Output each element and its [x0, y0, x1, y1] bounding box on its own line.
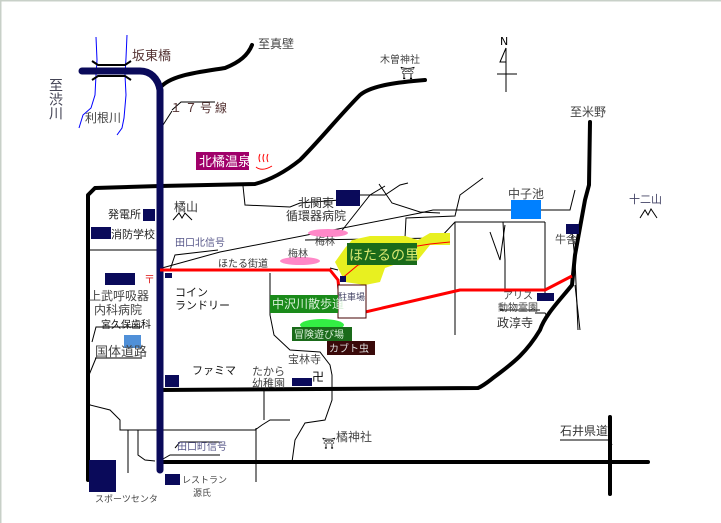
map-label: 橘神社 — [336, 429, 372, 444]
map-label: 橘山 — [174, 199, 198, 214]
map-label: 田口北信号 — [175, 237, 225, 249]
map-label: 坂東橋 — [132, 48, 171, 64]
map-label: 中子池 — [508, 186, 544, 201]
hotaru-no-sato-box — [347, 243, 417, 265]
map-label: 中沢川散歩道 — [272, 296, 344, 311]
plum-grove — [308, 229, 348, 237]
map-labels: 至渋川 坂東橋 利根川 １７号線 至真壁 木曽神社 ⛩ 至米野 十二山 中子池 … — [47, 36, 662, 505]
map-label: N — [500, 35, 508, 48]
map-label: 源氏 — [193, 488, 211, 499]
building-markers — [89, 190, 579, 492]
bando-bridge — [91, 60, 132, 81]
map-label: ランドリー — [175, 299, 230, 312]
map-label: 内科病院 — [94, 302, 142, 317]
map-label: 梅林 — [288, 247, 308, 260]
map-label: レストラン — [182, 475, 227, 486]
map-label: 石井県道 — [560, 424, 608, 438]
map-label: 政淳寺 — [497, 315, 533, 330]
temple-icon: 卍 — [312, 370, 324, 384]
map-label: コイン — [175, 286, 208, 299]
dental-marker — [124, 335, 141, 348]
map-label: 発電所 — [108, 207, 141, 221]
shrine-icon: ⛩ — [400, 66, 415, 80]
map-label: たから — [252, 365, 285, 378]
map-label: スポーツセンタ — [95, 494, 158, 505]
mountain-icon — [172, 212, 193, 221]
map-label: 幼稚園 — [252, 377, 285, 390]
adventure-box — [292, 327, 352, 341]
map-label: 宝林寺 — [288, 352, 321, 366]
onsen-label-box — [196, 152, 249, 170]
map-label: ほたる街道 — [218, 257, 268, 270]
map-label: 至真壁 — [258, 36, 294, 51]
map-label: カブト虫 — [329, 342, 369, 355]
map-label: 北関東 — [298, 196, 334, 210]
map-label: 至米野 — [570, 105, 606, 119]
map-label: 十二山 — [629, 192, 662, 206]
plum-grove — [280, 257, 320, 265]
map-label: ほたるの里 — [349, 248, 419, 264]
map-label: 梅林 — [315, 235, 335, 248]
map-label: 循環器病院 — [286, 208, 346, 223]
map-label: 田口町信号 — [177, 441, 227, 453]
map-label: 利根川 — [85, 111, 121, 125]
kabuto-box — [327, 341, 375, 355]
map-label: １７号線 — [170, 100, 230, 115]
mountain-icon — [639, 208, 658, 219]
map-label: アリス — [503, 291, 533, 302]
map-label: 消防学校 — [111, 227, 155, 241]
main-roads — [86, 43, 650, 496]
map-label: 至渋川 — [47, 78, 63, 120]
map-label: 木曽神社 — [380, 53, 420, 66]
map-label: 動物霊園 — [498, 301, 538, 314]
map-label: 北橘温泉 — [199, 154, 251, 170]
map-label: ファミマ — [192, 364, 236, 377]
route-17 — [78, 67, 164, 474]
map-label: 宮久保歯科 — [101, 318, 151, 331]
walkway-box — [270, 295, 338, 313]
nakago-pond — [511, 200, 541, 219]
north-arrow-icon: N — [497, 35, 517, 92]
map-label: 上武呼吸器 — [89, 289, 149, 303]
map-label: 駐車場 — [338, 291, 365, 303]
map-label: 国体道路 — [95, 344, 147, 360]
shrine-icon: ⛩ — [322, 437, 336, 450]
tone-river — [78, 34, 128, 136]
post-office-icon: 〒 — [144, 273, 155, 286]
map-label: 牛舎 — [555, 232, 577, 246]
hot-spring-icon — [255, 153, 273, 170]
map-label: 冒険遊び場 — [294, 328, 344, 341]
